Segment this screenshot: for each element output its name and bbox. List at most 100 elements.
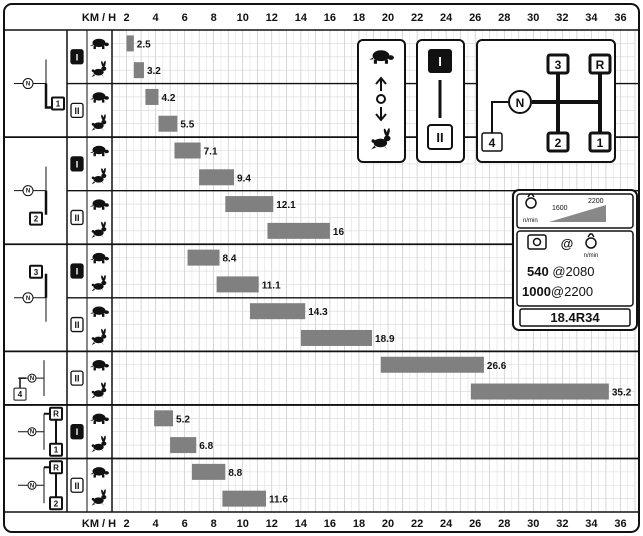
range-box (70, 370, 84, 386)
x-tick-top: 28 (498, 12, 510, 24)
svg-text:N: N (30, 430, 34, 436)
legend-range: I II (416, 39, 465, 163)
x-tick-top: 36 (614, 12, 626, 24)
range-label: II (74, 213, 79, 223)
gear-diagram-2: N2 (14, 166, 48, 226)
svg-text:1: 1 (56, 100, 61, 109)
x-axis-label-top: KM / H (82, 12, 116, 24)
legend-range-ii: II (436, 130, 443, 145)
speed-bar-label: 7.1 (204, 147, 218, 158)
speed-bar (145, 88, 159, 105)
x-tick-bottom: 26 (469, 518, 481, 530)
x-tick-top: 6 (182, 12, 188, 24)
speed-bar-label: 6.8 (199, 441, 213, 452)
speed-bar-label: 14.3 (308, 307, 328, 318)
range-box (70, 316, 84, 333)
engine-icon (525, 193, 537, 209)
x-tick-bottom: 32 (556, 518, 568, 530)
legend-range-i: I (438, 54, 442, 69)
speed-bar (154, 410, 174, 427)
range-label: I (76, 159, 79, 169)
engine-rpm-low: 1600 (552, 205, 568, 212)
x-tick-top: 10 (237, 12, 249, 24)
svg-text:2: 2 (54, 499, 59, 508)
range-box (70, 477, 84, 493)
engine-rpm-high: 2200 (588, 198, 604, 205)
speed-bar-label: 35.2 (612, 388, 632, 399)
legend-gear-3: 3 (555, 58, 562, 72)
x-tick-bottom: 4 (153, 518, 160, 530)
range-label: II (74, 320, 79, 330)
legend-gear-1: 1 (597, 136, 604, 150)
x-tick-top: 30 (527, 12, 539, 24)
x-tick-bottom: 6 (182, 518, 188, 530)
svg-text:R: R (53, 463, 59, 472)
speed-bar (174, 142, 201, 159)
gear-diagram-3: N3 (14, 264, 48, 322)
legend-gear-n: N (516, 96, 525, 110)
gear-diagram-R1: N R 1 (18, 406, 63, 457)
x-tick-top: 24 (440, 12, 453, 24)
gear-diagram-1: N1 (14, 59, 65, 111)
x-tick-top: 22 (411, 12, 423, 24)
svg-text:N: N (30, 483, 34, 489)
range-label: II (74, 374, 79, 384)
x-tick-bottom: 14 (295, 518, 308, 530)
speed-bar-label: 11.6 (269, 495, 288, 506)
x-tick-bottom: 8 (211, 518, 217, 530)
x-tick-bottom: 18 (353, 518, 365, 530)
range-box (70, 102, 84, 118)
speed-bar-label: 26.6 (487, 361, 507, 372)
speed-bar (126, 35, 134, 52)
x-tick-bottom: 16 (324, 518, 336, 530)
x-tick-top: 16 (324, 12, 336, 24)
x-tick-bottom: 22 (411, 518, 423, 530)
engine-info-panel: n/min 1600 2200 @ n/min 540 @2080 1000@2… (512, 189, 638, 331)
range-label: I (76, 267, 79, 277)
x-tick-top: 2 (123, 12, 129, 24)
rpm-ramp (549, 205, 606, 222)
svg-text:4: 4 (18, 390, 23, 399)
svg-text:R: R (53, 410, 59, 419)
x-tick-bottom: 12 (266, 518, 278, 530)
x-tick-bottom: 28 (498, 518, 510, 530)
speed-bar-label: 16 (333, 227, 345, 238)
range-box (70, 424, 84, 440)
speed-bar-label: 8.4 (223, 254, 237, 265)
x-tick-bottom: 20 (382, 518, 394, 530)
speed-bar (187, 249, 220, 266)
x-tick-top: 12 (266, 12, 278, 24)
x-tick-top: 26 (469, 12, 481, 24)
gear-diagram-R2: N R 2 (18, 460, 63, 511)
x-tick-top: 4 (153, 12, 160, 24)
legend-gear-2: 2 (555, 136, 562, 150)
speed-bar (300, 329, 373, 346)
speed-bar-label: 4.2 (161, 93, 175, 104)
legend-gear-pattern: N 3 R 4 2 1 (476, 39, 616, 163)
speed-bar (380, 356, 484, 373)
x-tick-top: 32 (556, 12, 568, 24)
svg-text:N: N (26, 296, 30, 302)
legend-turtle-hare (357, 39, 406, 163)
svg-text:2: 2 (34, 215, 39, 224)
speed-bar-label: 8.8 (228, 468, 242, 479)
range-label: I (76, 52, 79, 62)
range-box (70, 209, 84, 226)
speed-bar (225, 196, 274, 213)
speed-bar (250, 303, 306, 320)
pto-line-1: 540 @2080 (527, 264, 594, 279)
svg-text:1: 1 (54, 446, 59, 455)
speed-bar (191, 463, 226, 480)
x-tick-top: 14 (295, 12, 308, 24)
axes: 2244668810101212141416161818202022222424… (4, 12, 639, 530)
speed-bar-label: 2.5 (137, 39, 151, 50)
engine-icon-2 (585, 233, 597, 249)
speed-bar (216, 276, 259, 293)
speed-bar (222, 490, 266, 507)
svg-text:3: 3 (34, 268, 39, 277)
speed-bar (133, 62, 144, 79)
range-label: I (76, 427, 79, 437)
tire-size: 18.4R34 (550, 310, 600, 325)
